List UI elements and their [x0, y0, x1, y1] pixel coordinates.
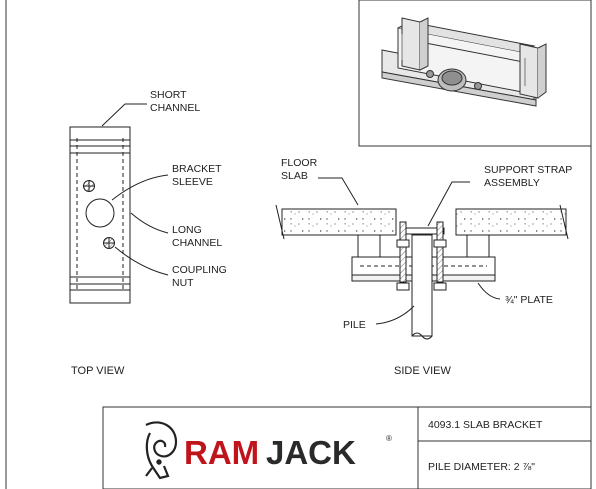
product-name: 4093.1 SLAB BRACKET: [428, 419, 543, 431]
leader-pile: [375, 305, 415, 325]
title-block: [102, 406, 592, 489]
top-view-title: TOP VIEW: [71, 365, 125, 377]
label-long-channel-1: LONG: [172, 224, 202, 236]
title-block-frame: [102, 406, 592, 489]
label-pile: PILE: [343, 319, 366, 331]
label-bracket-sleeve-2: SLEEVE: [172, 176, 213, 188]
brand-jack: JACK: [266, 434, 356, 471]
label-coupling-nut-1: COUPLING: [172, 264, 227, 276]
brand-ram: RAM: [184, 434, 259, 471]
side-short-channel-left: [357, 234, 381, 258]
label-short-channel-2: CHANNEL: [150, 102, 200, 114]
label-plate: ¾" PLATE: [505, 294, 553, 306]
isometric-bracket-drawing: [381, 17, 547, 107]
strap-rod-left: [399, 221, 407, 283]
label-floor-slab-2: SLAB: [281, 170, 308, 182]
leader-short-channel: [101, 103, 147, 127]
brand-registered: ®: [386, 434, 392, 443]
ram-head-logo-icon: [145, 421, 178, 480]
label-support-strap-2: ASSEMBLY: [484, 177, 540, 189]
label-coupling-nut-2: NUT: [172, 277, 194, 289]
leader-support-strap: [427, 181, 470, 227]
pile-diameter: PILE DIAMETER: 2 ⅞": [428, 461, 535, 473]
inset-frame: [358, 0, 592, 147]
pile: [411, 234, 433, 337]
leader-bracket-sleeve: [111, 174, 169, 201]
label-floor-slab-1: FLOOR: [281, 157, 318, 169]
side-view: [275, 177, 569, 340]
label-short-channel-1: SHORT: [150, 89, 187, 101]
leader-long-channel: [130, 212, 169, 234]
floor-slab-left: [281, 208, 397, 236]
bracket-sleeve-circle: [85, 198, 115, 228]
ramjack-logo: RAM JACK ®: [145, 421, 392, 480]
side-short-channel-right: [466, 234, 490, 258]
leader-coupling-nut: [114, 246, 169, 276]
strap-rod-right: [436, 221, 444, 283]
leader-floor-slab: [318, 177, 359, 206]
isometric-inset: [358, 0, 592, 147]
floor-slab-right: [455, 208, 567, 236]
top-view: [69, 103, 169, 304]
label-long-channel-2: CHANNEL: [172, 237, 222, 249]
leader-plate: [477, 282, 501, 300]
label-support-strap-1: SUPPORT STRAP: [484, 164, 572, 176]
label-bracket-sleeve-1: BRACKET: [172, 163, 222, 175]
side-view-title: SIDE VIEW: [394, 365, 451, 377]
